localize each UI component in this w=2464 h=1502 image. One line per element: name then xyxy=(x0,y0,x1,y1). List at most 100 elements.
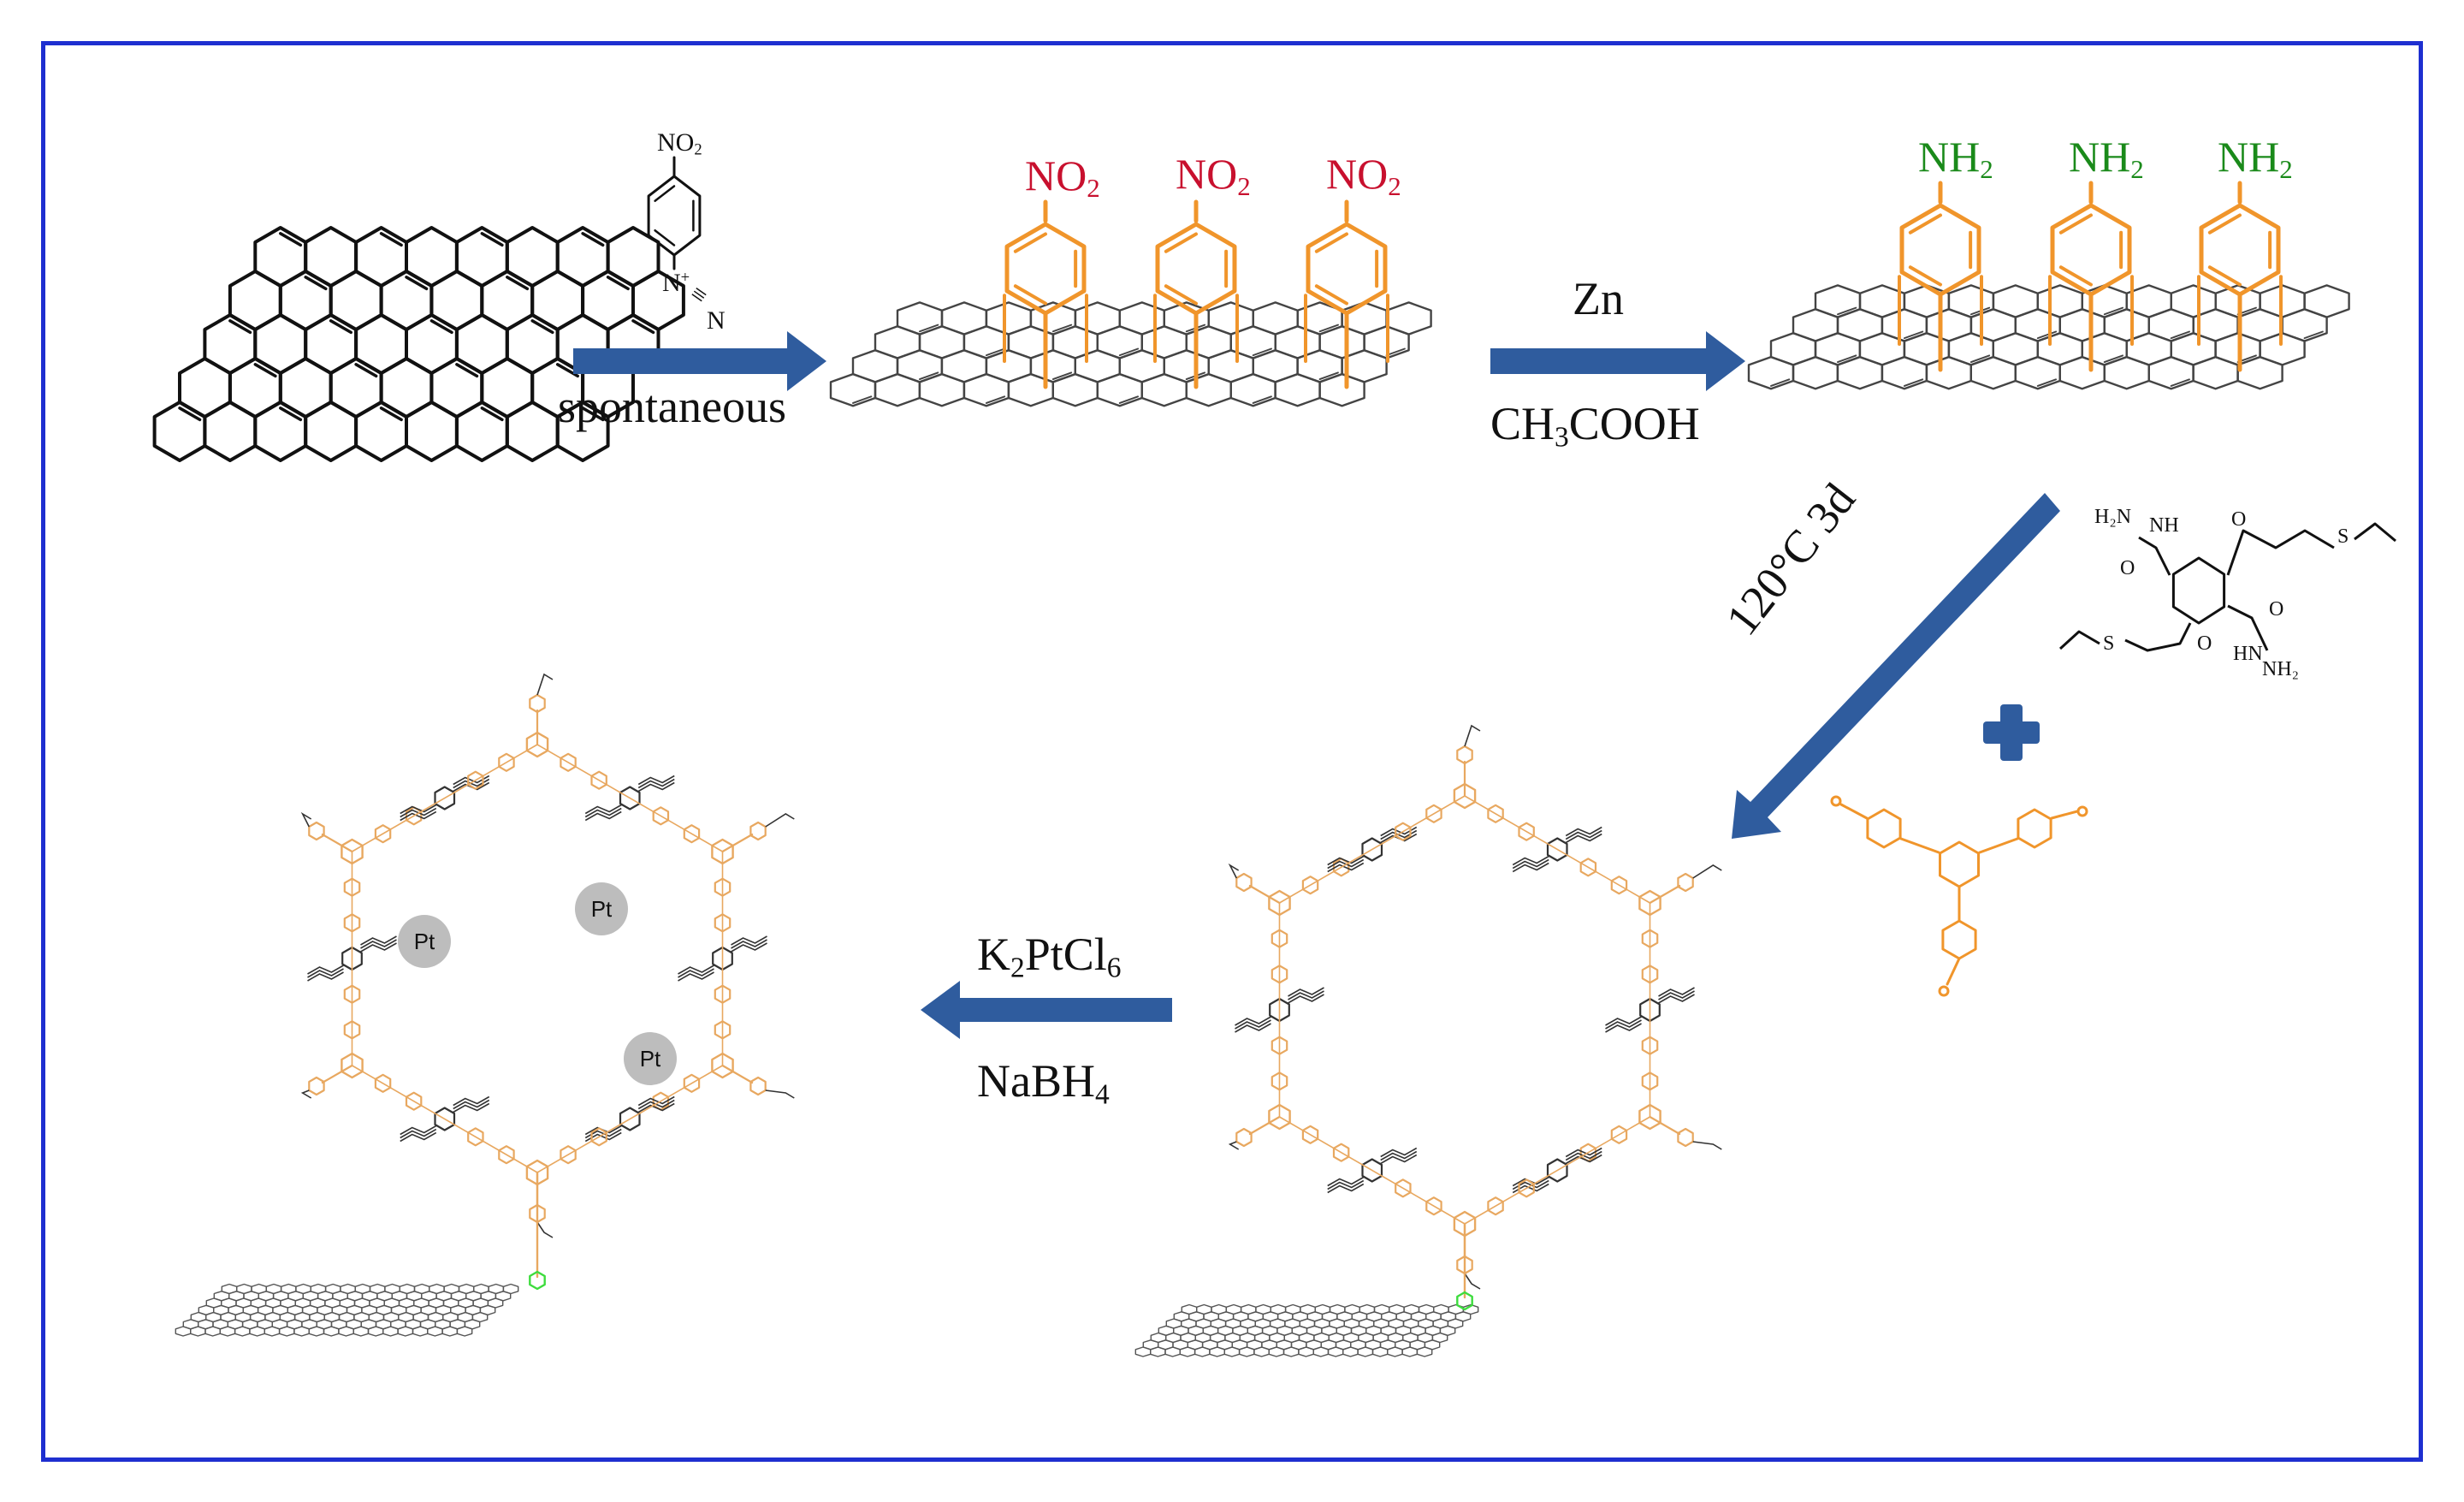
graphene-double-bond xyxy=(379,407,403,422)
graphene-hexagon xyxy=(338,1326,354,1337)
graphene-hexagon xyxy=(2058,355,2106,390)
graphene-hexagon xyxy=(1282,1346,1300,1357)
framework-bond xyxy=(536,1065,724,1173)
graphene-hexagon xyxy=(1252,395,1272,404)
graphene-hexagon xyxy=(1327,1346,1344,1357)
graphene-hexagon xyxy=(2192,355,2239,390)
graphene-double-bond xyxy=(455,363,479,378)
alkyl-chain xyxy=(1327,862,1365,873)
graphene-hexagon xyxy=(962,372,1010,407)
graphene-hexagon xyxy=(323,1326,340,1337)
alkyl-chain xyxy=(307,968,344,978)
plus-icon xyxy=(1983,704,2040,761)
alkyl-chain xyxy=(1658,990,1695,1000)
alkyl-chain xyxy=(1605,1016,1642,1026)
graphene-double-bond xyxy=(631,319,655,335)
alkyl-chain xyxy=(731,942,767,953)
node-benzene xyxy=(1638,1103,1661,1131)
alkyl-chain xyxy=(400,804,437,815)
aryl-double-bond xyxy=(1164,284,1198,306)
node-arm-ring xyxy=(1677,872,1694,893)
terminal-chain xyxy=(1228,1141,1240,1150)
aldehyde-oxygen xyxy=(1830,795,1842,807)
aminophenyl-groups xyxy=(1898,181,2283,372)
alkyl-chain xyxy=(1288,990,1324,1000)
node-arm-ring xyxy=(749,821,767,841)
graphene-double-bond xyxy=(228,319,252,335)
framework-bond xyxy=(1278,1116,1466,1225)
graphene-double-bond xyxy=(379,232,403,247)
hydrazide-carbonyl-o-2: O xyxy=(2269,598,2284,620)
graphene-hexagon xyxy=(308,1326,325,1337)
graphene-hexagon xyxy=(2103,306,2124,316)
graphene-hexagon xyxy=(1051,371,1073,381)
alkyl-chain xyxy=(584,810,622,822)
graphene-double-bond xyxy=(506,276,530,291)
node-arm-ring xyxy=(1235,1127,1253,1148)
graphene-hexagon xyxy=(2014,355,2061,390)
graphene-double-bond xyxy=(555,363,579,378)
amine-label-1: NH2 xyxy=(1918,133,1993,184)
alkyl-chain xyxy=(1565,833,1602,844)
alkyl-chain xyxy=(1327,855,1365,866)
reaction-arrows xyxy=(573,331,2060,1039)
hydrazide-h2n-label: H₂N xyxy=(2094,506,2132,528)
graphene-hexagon xyxy=(441,1326,459,1337)
triformylphenylbenzene-structure xyxy=(1830,795,2088,997)
aryl-ring xyxy=(1306,222,1388,316)
propoxy-chain-top xyxy=(2226,529,2335,576)
aryl-double-bond xyxy=(2207,265,2242,287)
framework-bond xyxy=(1278,795,1466,904)
alkyl-chain xyxy=(584,807,622,818)
graphene-hexagon xyxy=(1836,355,1884,390)
node-arm-ring xyxy=(749,1076,767,1096)
alkyl-chain xyxy=(637,781,675,793)
aryl-double-bond xyxy=(1314,232,1348,253)
graphene-hexagon xyxy=(1969,355,2017,390)
double-bond xyxy=(654,229,676,246)
graphene-hexagon xyxy=(304,401,358,462)
graphene-hexagon xyxy=(2170,330,2190,340)
graphene-hexagon xyxy=(918,372,966,407)
node-benzene xyxy=(341,1052,364,1079)
alkyl-chain xyxy=(307,965,344,975)
alkyl-chain xyxy=(1327,1176,1365,1187)
graphene-hexagon xyxy=(1881,355,1928,390)
aldehyde-oxygen xyxy=(1938,985,1950,997)
graphene-hexagon xyxy=(919,371,939,381)
terminal-chain xyxy=(1464,1273,1481,1290)
alkyl-chain xyxy=(400,1125,437,1136)
graphene-hexagon xyxy=(427,1326,443,1337)
pt-cof-on-graphene-left xyxy=(175,673,795,1337)
alkyl-chain xyxy=(584,804,622,815)
aryl-double-bond xyxy=(2058,213,2093,235)
graphene-hexagon xyxy=(1342,1346,1359,1357)
alkyl-chain xyxy=(1565,829,1602,840)
aryl-double-bond xyxy=(1908,213,1942,235)
cof-on-graphene-right xyxy=(1134,724,1722,1357)
framework-bond xyxy=(1464,795,1651,904)
graphene-hexagon xyxy=(2103,355,2150,390)
node-benzene xyxy=(525,731,549,758)
node-arm-ring xyxy=(1235,872,1253,893)
diazonium-n-label: N xyxy=(707,306,726,335)
alkyl-chain xyxy=(1380,1150,1418,1161)
graphene-hexagon xyxy=(249,1326,265,1337)
graphene-hexagon xyxy=(1318,372,1365,407)
graphene-hexagon xyxy=(1387,1346,1403,1357)
amine-label-3: NH2 xyxy=(2218,133,2293,184)
graphene-hexagon xyxy=(1238,1346,1255,1357)
diazonium-n-plus-label: N+ xyxy=(662,269,690,298)
graphene-double-bond xyxy=(606,276,630,291)
alkyl-chain xyxy=(1327,1179,1365,1190)
graphene-hexagon xyxy=(2303,330,2324,340)
ethyl-chain-top xyxy=(2354,522,2396,543)
node-arm xyxy=(721,833,754,853)
graphene-hexagon xyxy=(852,395,873,404)
alkyl-chain xyxy=(1605,1023,1642,1033)
anchor-ring xyxy=(1456,1291,1473,1311)
graphene-hexagon xyxy=(1925,355,1973,390)
graphene-hexagon xyxy=(1969,354,1991,364)
graphene-hexagon xyxy=(203,401,258,462)
